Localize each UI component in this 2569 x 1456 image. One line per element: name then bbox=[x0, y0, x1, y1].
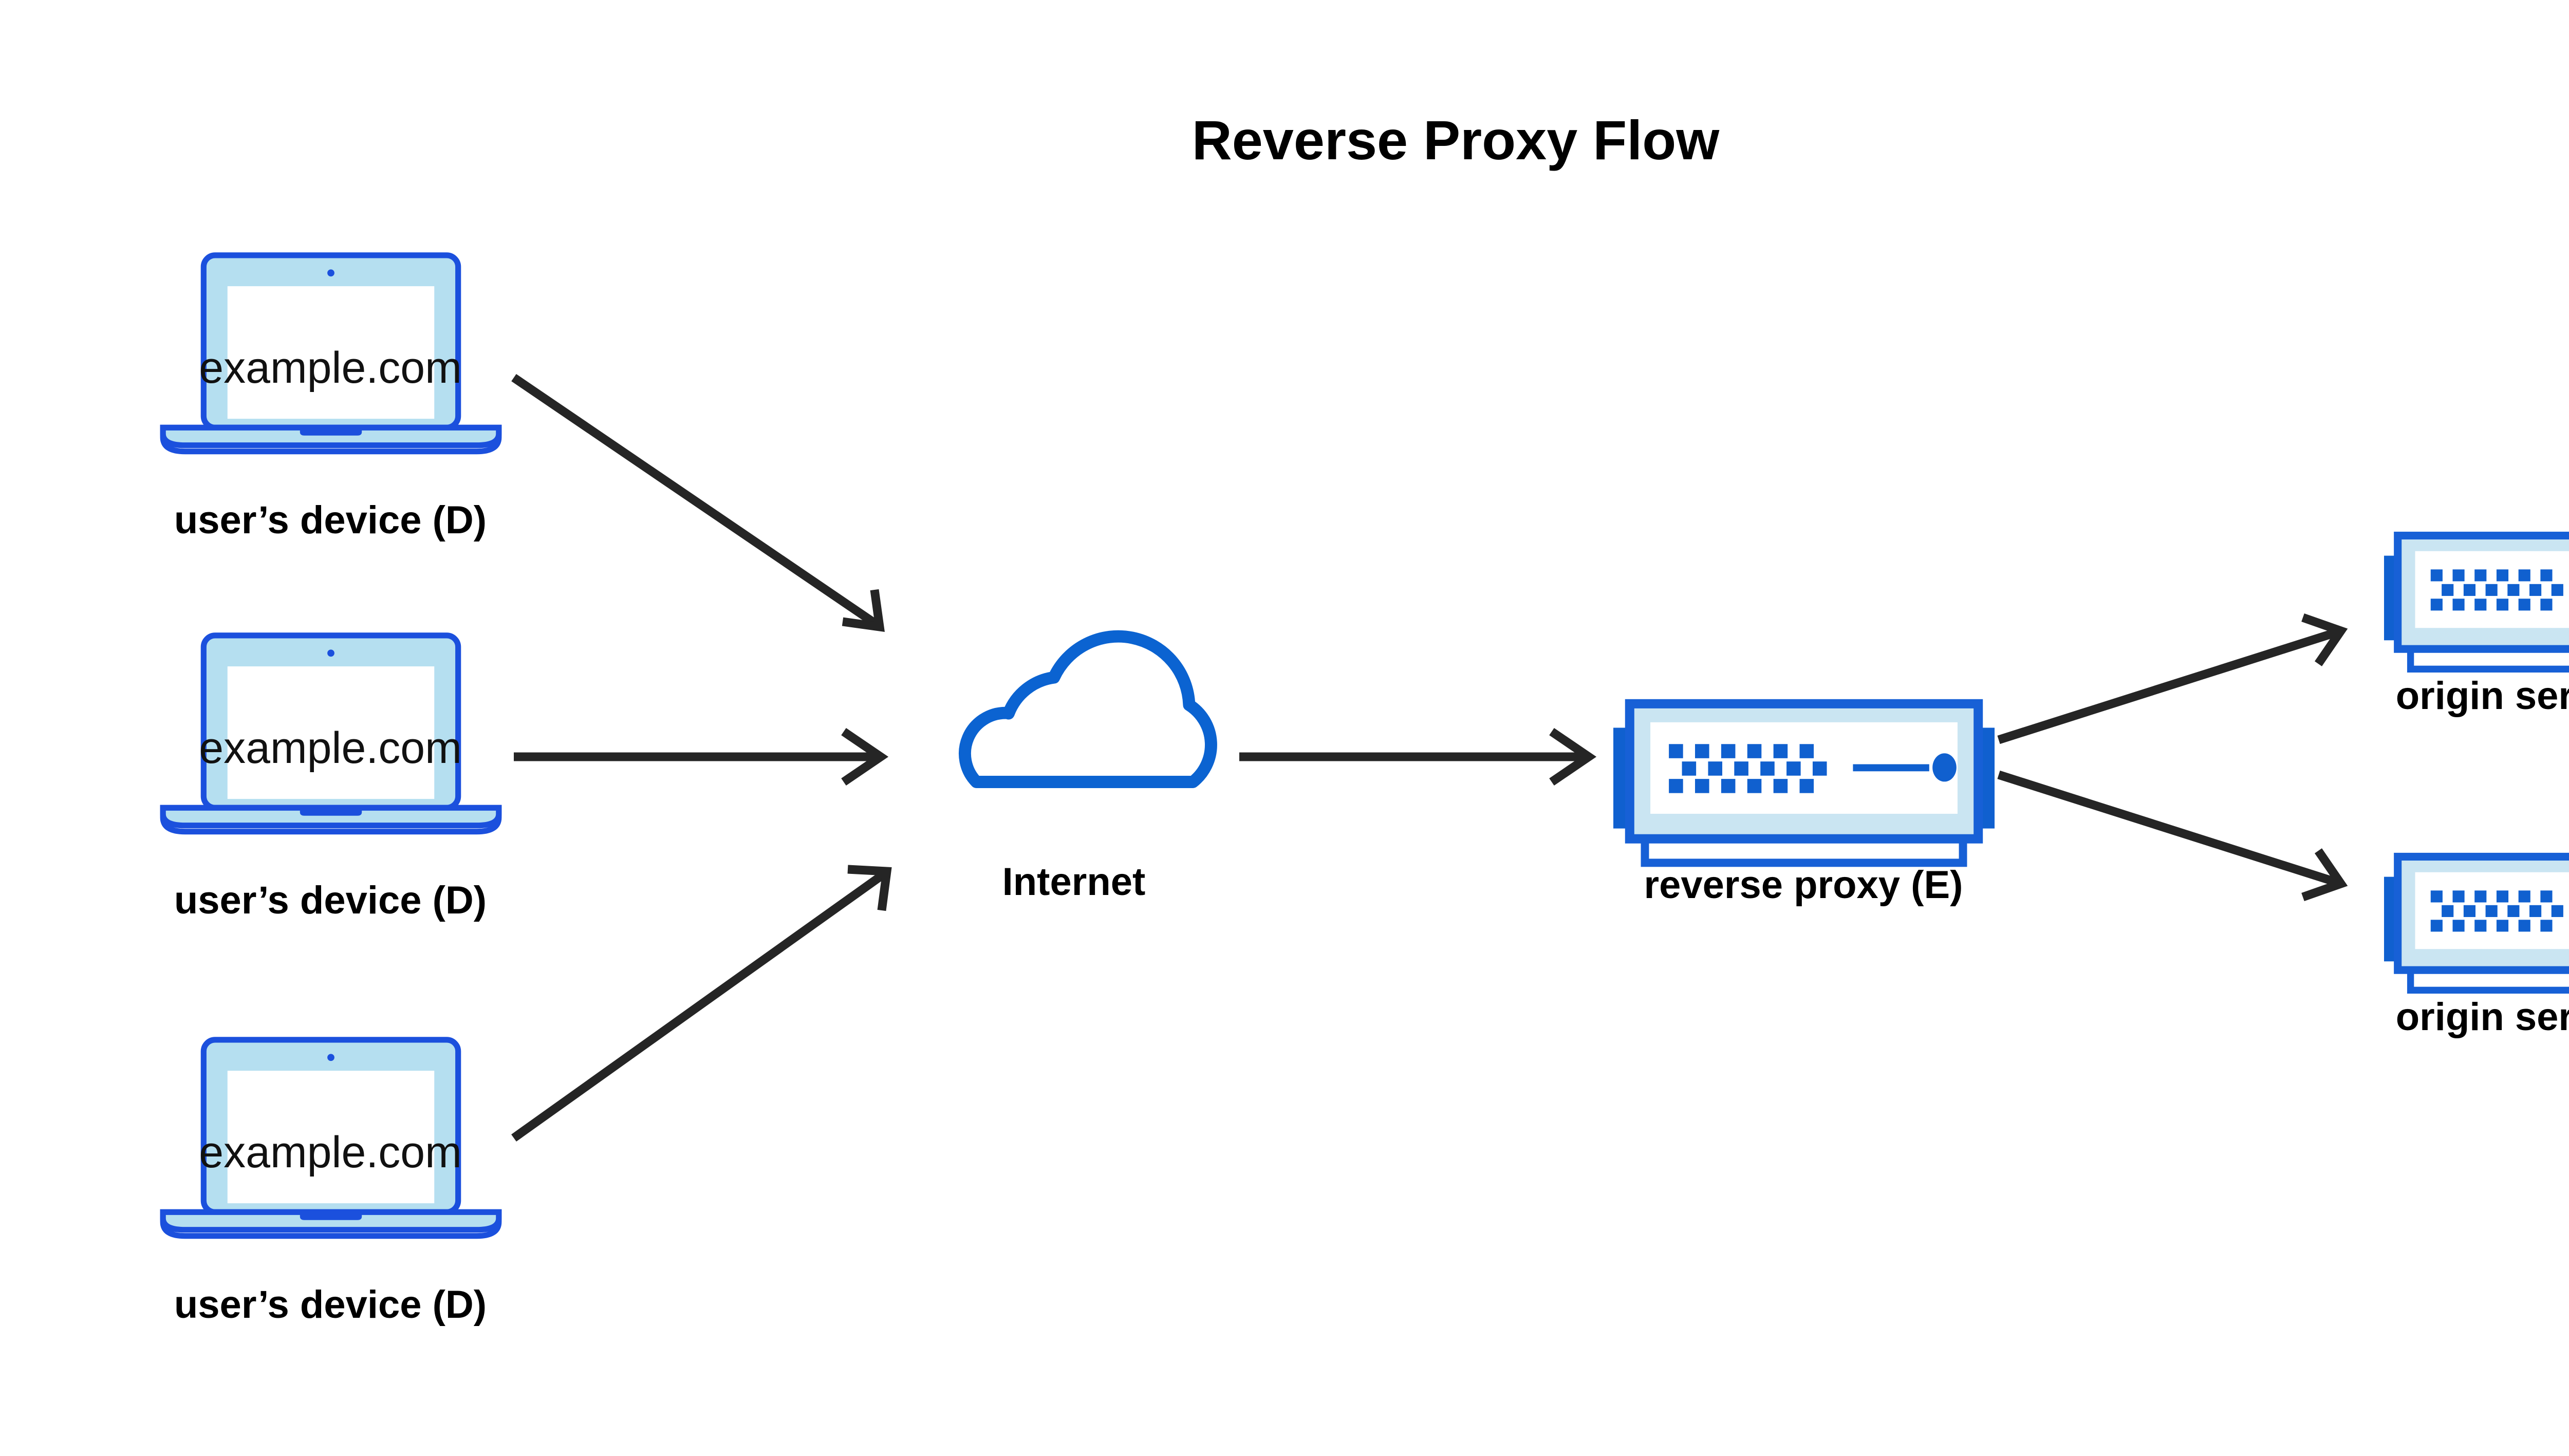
client-label-2: user’s device (D) bbox=[174, 879, 487, 922]
client-node-1[interactable]: example.com user’s device (D) bbox=[163, 255, 499, 542]
origin-server-label-1: origin server (F) bbox=[2396, 674, 2569, 718]
arrow-proxy-to-origin2 bbox=[1997, 770, 2348, 902]
internet-node[interactable]: Internet bbox=[965, 637, 1211, 904]
server-icon bbox=[2384, 856, 2569, 990]
browser-address-text-2: example.com bbox=[199, 723, 461, 773]
origin-server-node-2[interactable]: origin server (F) bbox=[2384, 856, 2569, 1039]
browser-address-text-1: example.com bbox=[199, 343, 461, 393]
browser-address-text-3: example.com bbox=[199, 1128, 461, 1177]
client-node-3[interactable]: example.com user’s device (D) bbox=[163, 1040, 499, 1327]
origin-server-node-1[interactable]: origin server (F) bbox=[2384, 535, 2569, 718]
page-title: Reverse Proxy Flow bbox=[1192, 109, 1720, 171]
arrow-device2-to-internet bbox=[514, 727, 889, 786]
client-label-1: user’s device (D) bbox=[174, 498, 487, 542]
arrow-device1-to-internet bbox=[511, 374, 885, 632]
origin-server-label-2: origin server (F) bbox=[2396, 995, 2569, 1039]
client-label-3: user’s device (D) bbox=[174, 1283, 487, 1327]
internet-label: Internet bbox=[1002, 860, 1146, 904]
server-icon bbox=[2384, 535, 2569, 669]
reverse-proxy-label: reverse proxy (E) bbox=[1644, 863, 1963, 907]
flow-arrows bbox=[511, 374, 2348, 1142]
arrow-device3-to-internet bbox=[511, 865, 892, 1142]
arrow-internet-to-proxy bbox=[1239, 727, 1597, 786]
reverse-proxy-node[interactable]: reverse proxy (E) bbox=[1613, 704, 1995, 907]
server-icon bbox=[1613, 704, 1995, 863]
arrow-proxy-to-origin1 bbox=[1997, 613, 2348, 744]
client-node-2[interactable]: example.com user’s device (D) bbox=[163, 636, 499, 922]
